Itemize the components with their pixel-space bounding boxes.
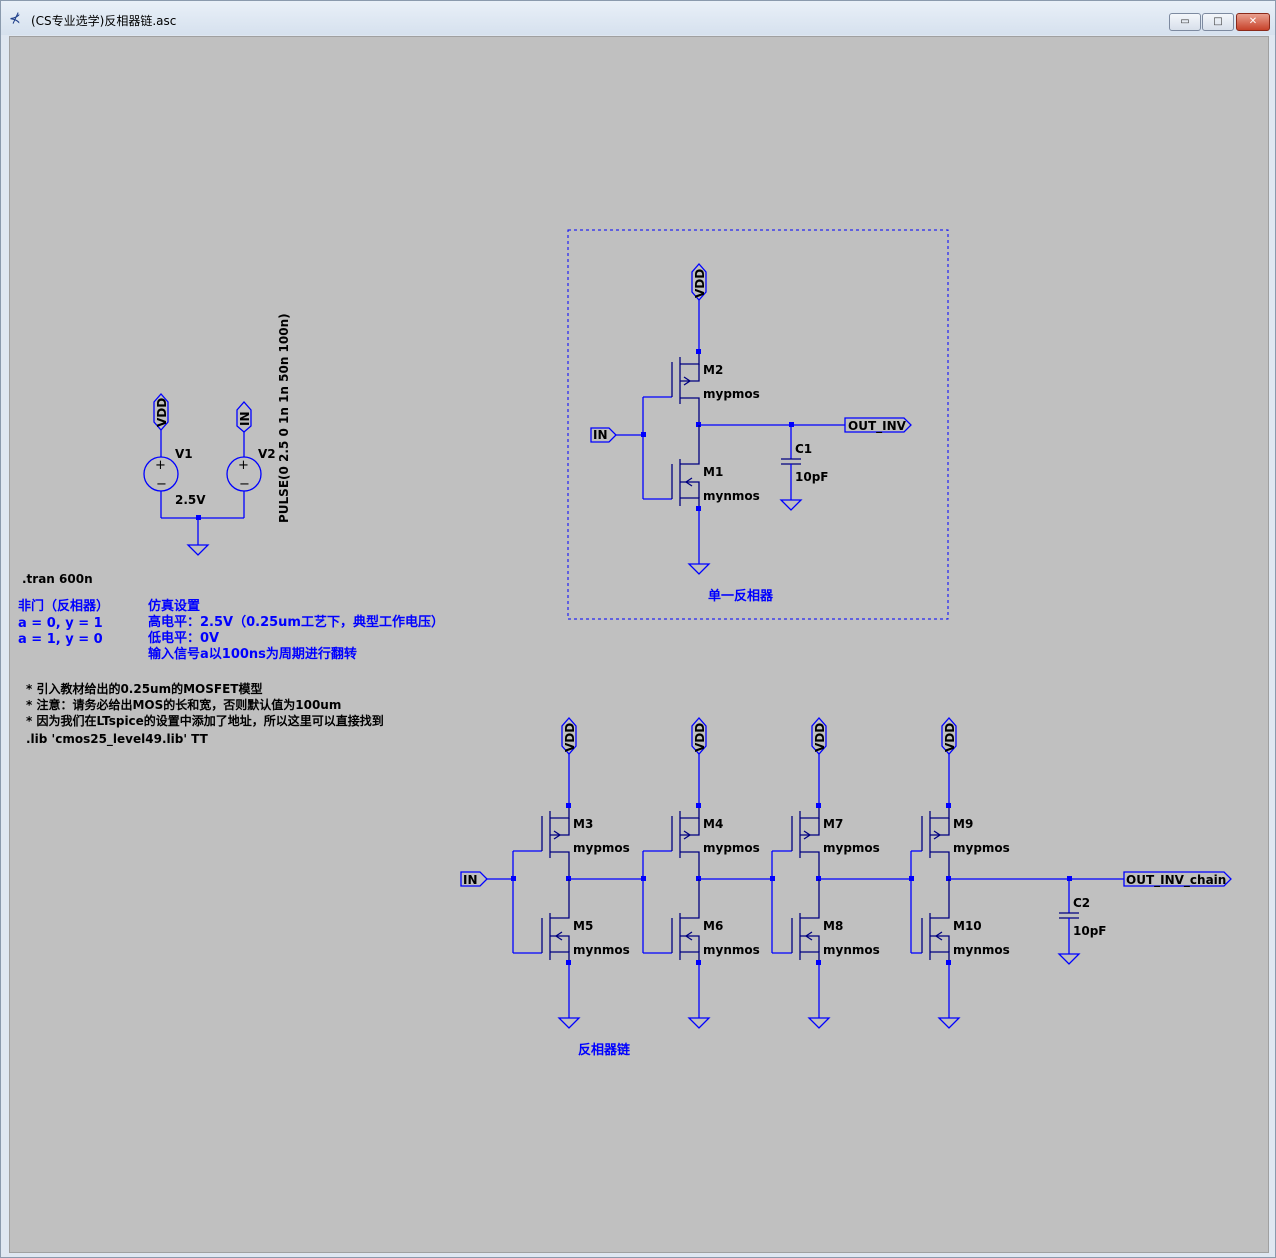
pmos-name-1: M3: [573, 817, 593, 831]
v2-name: V2: [258, 447, 276, 461]
v1-vdd-label: VDD: [155, 398, 169, 427]
chain-vdd-label-3: VDD: [813, 723, 827, 752]
sim-line-2: 低电平：0V: [147, 630, 219, 646]
sim-line-1: 高电平：2.5V（0.25um工艺下，典型工作电压）: [148, 614, 444, 630]
single-in-flag: [590, 427, 617, 443]
capacitor-c1[interactable]: C1 10pF: [779, 425, 829, 511]
chain-title: 反相器链: [578, 1042, 631, 1058]
pmos-m9[interactable]: M9 mypmos: [911, 803, 1010, 879]
restore-button[interactable]: □: [1202, 13, 1234, 31]
pmos-model-4: mypmos: [953, 841, 1010, 855]
lib-directive[interactable]: .lib 'cmos25_level49.lib' TT: [26, 732, 209, 747]
c2-value: 10pF: [1073, 924, 1107, 938]
chain-vdd-label-2: VDD: [693, 723, 707, 752]
schematic-notes: .tran 600n 非门（反相器） a = 0, y = 1 a = 1, y…: [18, 572, 444, 747]
svg-text:+: +: [238, 458, 249, 473]
chain-out-label: OUT_INV_chain: [1126, 873, 1226, 888]
pmos-m7[interactable]: M7 mypmos: [772, 803, 880, 879]
close-button[interactable]: ✕: [1236, 13, 1270, 31]
v2-pulse-value: PULSE(0 2.5 0 1n 1n 50n 100n): [277, 313, 291, 523]
single-inverter-block: VDD IN M2 mypmos: [567, 229, 949, 620]
in-flag-shape: [236, 401, 252, 433]
single-out-flag: [844, 417, 912, 433]
svg-text:−: −: [239, 477, 250, 492]
pmos-m2[interactable]: M2 mypmos: [643, 349, 760, 425]
v2-in-label: IN: [238, 411, 252, 426]
chain-vdd-label-1: VDD: [563, 723, 577, 752]
svg-text:−: −: [156, 477, 167, 492]
sim-title: 仿真设置: [148, 598, 200, 614]
c1-name: C1: [795, 442, 812, 456]
nmos-name-3: M8: [823, 919, 843, 933]
nmos-m5[interactable]: M5 mynmos: [513, 879, 630, 965]
nmos-name-1: M5: [573, 919, 593, 933]
pmos-name-3: M7: [823, 817, 843, 831]
v1-name: V1: [175, 447, 193, 461]
pmos-m3[interactable]: M3 mypmos: [513, 803, 630, 879]
m1-model: mynmos: [703, 489, 760, 503]
comment-2: * 注意：请务必给出MOS的长和宽，否则默认值为100um: [26, 697, 341, 712]
single-inverter-title: 单一反相器: [708, 588, 774, 604]
comment-1: * 引入教材给出的0.25um的MOSFET模型: [26, 681, 262, 696]
pmos-name-2: M4: [703, 817, 723, 831]
title-bar[interactable]: ⊀ (CS专业选学)反相器链.asc ▭ □ ✕: [1, 1, 1275, 35]
nmos-model-1: mynmos: [573, 943, 630, 957]
m2-name: M2: [703, 363, 723, 377]
ltspice-schematic-icon: ⊀: [9, 11, 21, 27]
v1-value: 2.5V: [175, 493, 206, 507]
nmos-m1[interactable]: M1 mynmos: [643, 425, 760, 511]
chain-ground-1: [557, 1017, 581, 1029]
comment-3: * 因为我们在LTspice的设置中添加了地址，所以这里可以直接找到: [26, 713, 384, 728]
vdd-flag-shape: [153, 393, 169, 431]
nmos-name-2: M6: [703, 919, 723, 933]
sim-line-3: 输入信号a以100ns为周期进行翻转: [148, 646, 357, 662]
svg-text:+: +: [155, 458, 166, 473]
chain-ground-4: [937, 1017, 961, 1029]
pmos-model-1: mypmos: [573, 841, 630, 855]
nmos-model-3: mynmos: [823, 943, 880, 957]
m2-model: mypmos: [703, 387, 760, 401]
chain-ground-3: [807, 1017, 831, 1029]
gate-line-1: a = 0, y = 1: [18, 616, 103, 631]
voltage-sources: VDD + − V1 2.5V IN + − V2 PULSE(0 2.5 0 …: [143, 313, 291, 556]
m1-name: M1: [703, 465, 723, 479]
chain-in-label: IN: [463, 873, 478, 887]
chain-vdd-label-4: VDD: [943, 723, 957, 752]
nmos-m6[interactable]: M6 mynmos: [643, 879, 760, 965]
gate-line-2: a = 1, y = 0: [18, 632, 103, 647]
gate-title: 非门（反相器）: [18, 598, 109, 614]
pmos-m4[interactable]: M4 mypmos: [643, 803, 760, 879]
schematic-drawing[interactable]: VDD + − V1 2.5V IN + − V2 PULSE(0 2.5 0 …: [10, 37, 1268, 1252]
minimize-button[interactable]: ▭: [1169, 13, 1201, 31]
c2-name: C2: [1073, 896, 1090, 910]
tran-directive[interactable]: .tran 600n: [22, 572, 93, 586]
nmos-name-4: M10: [953, 919, 982, 933]
pmos-name-4: M9: [953, 817, 973, 831]
single-in-label: IN: [593, 428, 608, 442]
pmos-model-2: mypmos: [703, 841, 760, 855]
inverter-chain-block: IN OUT_INV_chain C2 10pF 反相器链 VDD M3 mypmo…: [460, 717, 1232, 1058]
schematic-canvas[interactable]: VDD + − V1 2.5V IN + − V2 PULSE(0 2.5 0 …: [9, 36, 1269, 1253]
chain-out-flag: [1123, 871, 1232, 887]
capacitor-c2[interactable]: C2 10pF: [1057, 879, 1107, 965]
nmos-model-2: mynmos: [703, 943, 760, 957]
nmos-m10[interactable]: M10 mynmos: [911, 879, 1010, 965]
pmos-model-3: mypmos: [823, 841, 880, 855]
c1-value: 10pF: [795, 470, 829, 484]
single-vdd-label: VDD: [693, 269, 707, 298]
nmos-m8[interactable]: M8 mynmos: [772, 879, 880, 965]
nmos-model-4: mynmos: [953, 943, 1010, 957]
window-title: (CS专业选学)反相器链.asc: [31, 14, 177, 28]
ground-symbol: [186, 544, 210, 556]
chain-ground-2: [687, 1017, 711, 1029]
single-out-label: OUT_INV: [848, 419, 907, 434]
chain-in-flag: [460, 871, 488, 887]
